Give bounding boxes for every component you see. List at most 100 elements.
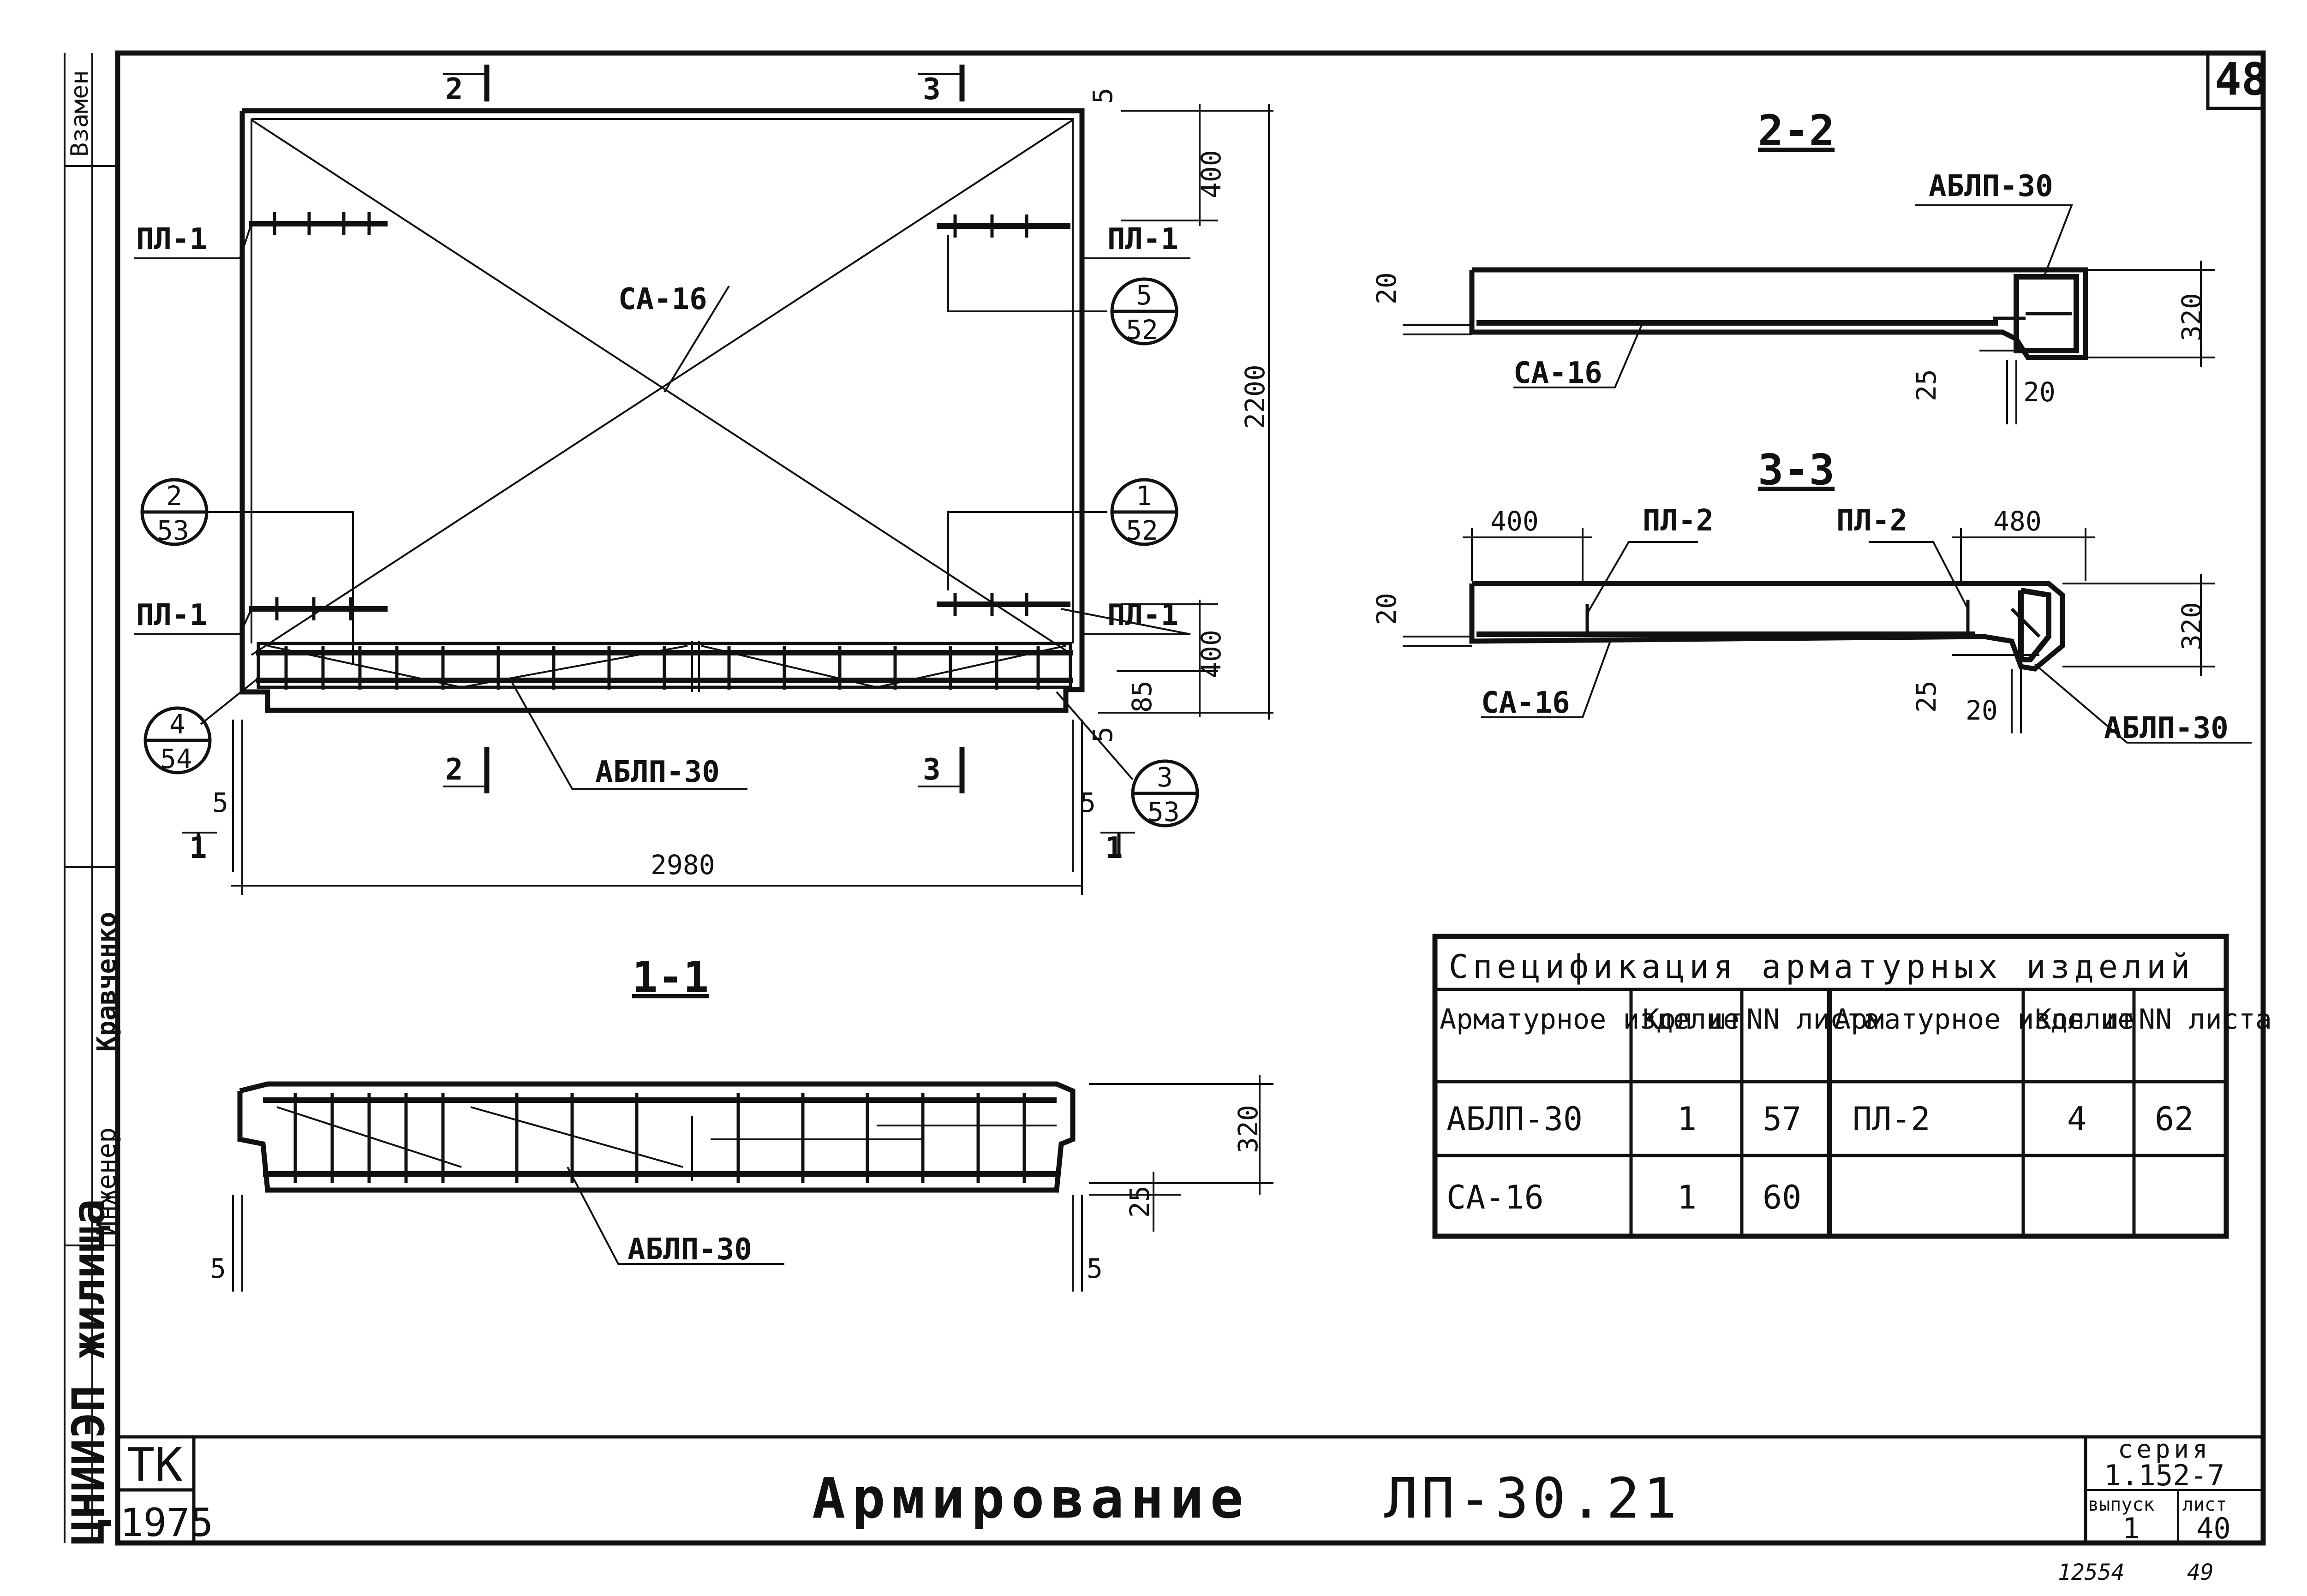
spec-header-sheet-1: NN листа <box>1746 1003 1880 1036</box>
spec-cell-qty-2: 4 <box>2067 1100 2086 1138</box>
sheet-frame <box>64 50 2266 1546</box>
callout-5-52-num: 5 <box>1136 280 1152 311</box>
dim-400-section-3-3: 400 <box>1490 506 1539 537</box>
org-tk: ТК <box>127 1438 182 1492</box>
callout-4-54-den: 54 <box>160 743 192 774</box>
callout-5-52-den: 52 <box>1126 314 1158 345</box>
callout-1-52-den: 52 <box>1126 515 1158 546</box>
plan-view <box>134 65 1273 895</box>
spec-cell-qty: 1 <box>1677 1100 1697 1138</box>
spec-cell-sheet-2: 62 <box>2155 1100 2193 1138</box>
issue-label: выпуск <box>2088 1494 2155 1515</box>
year: 1975 <box>120 1500 213 1545</box>
callout-4-54-num: 4 <box>169 709 185 740</box>
dim-85: 85 <box>1126 680 1158 713</box>
stamp-engineer: Инженер <box>92 1127 122 1236</box>
sheet-number: 40 <box>2196 1512 2231 1545</box>
label-pl2-left: ПЛ-2 <box>1643 504 1714 538</box>
org-name: ЦНИИЭП жилища <box>63 1199 114 1545</box>
label-sa16-section-3-3: СА-16 <box>1481 686 1570 720</box>
spec-header-sheet-2: NN листа <box>2139 1003 2272 1036</box>
label-sa16-section-2-2: СА-16 <box>1513 356 1602 390</box>
label-ablp30-section-2-2: АБЛП-30 <box>1929 169 2053 203</box>
callout-3-53-num: 3 <box>1157 762 1173 793</box>
stamp-author: Кравченко <box>92 912 122 1052</box>
label-pl1-top-left: ПЛ-1 <box>136 222 207 256</box>
spec-cell-sheet: 57 <box>1763 1100 1801 1138</box>
label-pl2-right: ПЛ-2 <box>1836 504 1907 538</box>
spec-table-row: СА-16 1 60 <box>1446 1179 1801 1216</box>
spec-cell-sheet: 60 <box>1763 1179 1801 1216</box>
inventory-note: 12554 <box>2058 1560 2125 1585</box>
section-1-1-title: 1-1 <box>632 953 709 1002</box>
sheet-title-code: ЛП-30.21 <box>1384 1467 1680 1531</box>
plan-section-mark-3-top: 3 <box>923 72 941 107</box>
spec-cell-item: СА-16 <box>1446 1179 1544 1216</box>
label-pl1-bottom-right: ПЛ-1 <box>1107 598 1178 632</box>
label-pl1-top-right: ПЛ-1 <box>1107 222 1178 256</box>
section-3-3 <box>1403 528 2252 744</box>
spec-table <box>1432 934 2229 1239</box>
dim-5-right: 5 <box>1080 787 1096 818</box>
spec-table-title: Спецификация арматурных изделий <box>1449 948 2194 986</box>
spec-cell-qty: 1 <box>1677 1179 1697 1216</box>
plan-section-mark-3-bottom: 3 <box>923 753 941 787</box>
dim-20-section-2-2: 20 <box>1371 272 1402 304</box>
section-2-2-title: 2-2 <box>1758 106 1835 155</box>
dim-320-section-1-1: 320 <box>1232 1105 1264 1153</box>
dim-2200: 2200 <box>1239 364 1271 429</box>
plan-section-mark-1-right: 1 <box>1105 831 1123 865</box>
callout-1-52-num: 1 <box>1136 480 1152 512</box>
spec-header-item-1: Арматурное изделие <box>1440 1003 1739 1036</box>
plan-section-mark-2-bottom: 2 <box>445 753 463 787</box>
dim-2980: 2980 <box>651 849 715 881</box>
callout-3-53: 3 53 <box>1148 762 1180 828</box>
inventory-sheet: 49 <box>2187 1560 2214 1585</box>
dim-5-bottom: 5 <box>1087 727 1118 743</box>
dim-25-section-3-3: 25 <box>1911 680 1942 713</box>
section-1-1 <box>232 1075 1273 1292</box>
dim-20-section-3-3: 20 <box>1371 593 1402 625</box>
label-ablp30-plan: АБЛП-30 <box>595 755 720 789</box>
dim-25-section-2-2: 25 <box>1911 369 1942 401</box>
callout-3-53-den: 53 <box>1148 796 1180 828</box>
plan-section-mark-1-left: 1 <box>189 831 207 865</box>
dim-5-section-1-1-left: 5 <box>210 1253 226 1284</box>
dim-25-section-1-1: 25 <box>1124 1185 1155 1218</box>
sheet-title-word: Армирование <box>812 1467 1250 1531</box>
dim-5-top: 5 <box>1087 88 1118 104</box>
spec-header-qty-1: Кол шт <box>1643 1003 1743 1036</box>
series-label: серия <box>2118 1435 2211 1464</box>
callout-1-52: 1 52 <box>1126 480 1158 546</box>
label-ablp30-section-3-3: АБЛП-30 <box>2104 711 2229 745</box>
dim-5-left: 5 <box>212 787 228 818</box>
dim-320-section-3-3: 320 <box>2176 602 2207 650</box>
spec-header-item-2: Арматурное изделие <box>1834 1003 2134 1036</box>
dim-400-bottom: 400 <box>1195 630 1227 678</box>
label-pl1-bottom-left: ПЛ-1 <box>136 598 207 632</box>
dim-480-section-3-3: 480 <box>1993 506 2042 537</box>
stamp-vzamen: Взамен <box>66 70 94 157</box>
series-number: 1.152-7 <box>2104 1459 2224 1492</box>
dim-400-top: 400 <box>1195 150 1227 198</box>
sheet-label: лист <box>2182 1494 2227 1515</box>
callout-5-52: 5 52 <box>1126 280 1158 345</box>
spec-table-row: АБЛП-30 1 57 ПЛ-2 4 62 <box>1446 1100 2193 1138</box>
dim-20b-section-3-3: 20 <box>1966 695 1998 726</box>
section-2-2 <box>1403 204 2215 424</box>
callout-2-53: 2 53 <box>157 480 189 546</box>
spec-cell-item: АБЛП-30 <box>1446 1100 1583 1138</box>
spec-cell-item-2: ПЛ-2 <box>1853 1100 1930 1138</box>
callout-2-53-den: 53 <box>157 515 189 546</box>
dim-5-section-1-1-right: 5 <box>1087 1253 1103 1284</box>
page-number: 48 <box>2215 54 2268 105</box>
dim-320-section-2-2: 320 <box>2176 293 2207 341</box>
label-sa16-plan: СА-16 <box>618 282 707 316</box>
section-3-3-title: 3-3 <box>1758 445 1835 494</box>
plan-section-mark-2-top: 2 <box>445 72 463 107</box>
dim-20b-section-2-2: 20 <box>2023 376 2056 408</box>
spec-header-qty-2: Кол шт <box>2035 1003 2135 1036</box>
issue-number: 1 <box>2122 1512 2140 1545</box>
callout-2-53-num: 2 <box>166 480 182 512</box>
